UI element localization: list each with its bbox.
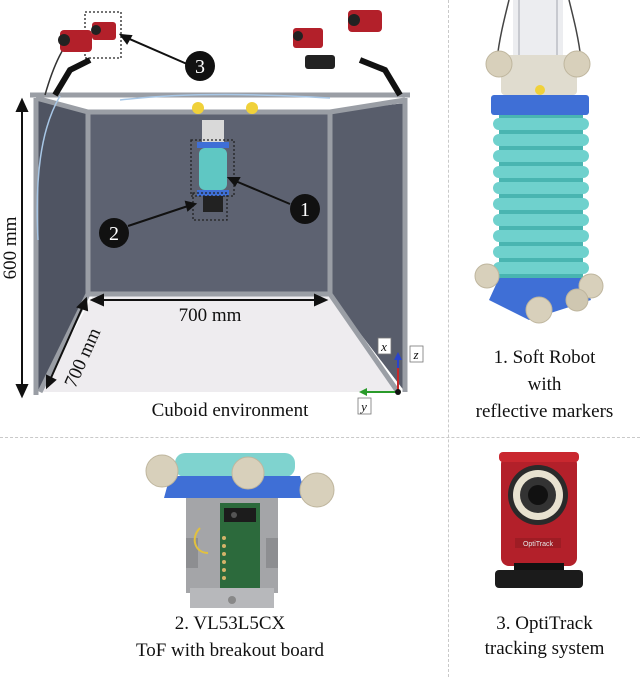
sensor-panel: 2. VL53L5CX ToF with breakout board — [0, 438, 448, 677]
axis-z-label: z — [412, 347, 418, 362]
dimension-width-label: 700 mm — [179, 305, 242, 326]
optitrack-camera-right — [293, 10, 403, 97]
reflective-marker — [145, 454, 179, 488]
reflective-marker — [563, 50, 591, 78]
vertical-divider — [448, 0, 449, 677]
optitrack-lens — [528, 485, 548, 505]
reflective-marker — [485, 50, 513, 78]
soft-robot-caption-line2: with — [527, 374, 562, 395]
callout-arrows — [118, 33, 291, 227]
reflective-marker — [231, 456, 265, 490]
callout-circle-3 — [185, 51, 215, 81]
callout-1-label: 1 — [300, 199, 310, 221]
dimension-arrows — [15, 97, 329, 399]
cuboid-left-panel — [38, 100, 88, 392]
callout-circle-1 — [290, 194, 320, 224]
sensor-blue-mount — [164, 476, 306, 498]
coordinate-axes — [357, 337, 424, 415]
reflective-marker — [525, 296, 553, 324]
optitrack-stand — [495, 570, 583, 588]
soft-robot-panel: 1. Soft Robot with reflective markers — [449, 0, 640, 437]
optitrack-brand-label: OptiTrack — [523, 541, 554, 548]
cable — [36, 95, 61, 241]
robot-bellows — [493, 115, 589, 280]
cuboid-right-panel — [330, 103, 405, 392]
reflective-marker — [474, 263, 500, 289]
soft-robot-caption-line3: reflective markers — [475, 401, 614, 422]
soft-robot-caption-line1: 1. Soft Robot — [493, 347, 596, 368]
robot-top-mount — [501, 55, 577, 95]
sensor-caption-line1: 2. VL53L5CX — [174, 613, 286, 634]
yellow-marker — [246, 102, 258, 114]
cuboid-environment-panel: 3 1 2 600 mm 700 mm 700 mm — [0, 0, 448, 437]
cuboid-caption: Cuboid environment — [151, 400, 309, 421]
dimension-height-label: 600 mm — [0, 216, 21, 279]
sensor-caption-line2: ToF with breakout board — [135, 640, 325, 661]
tof-sensor-chip — [224, 508, 256, 522]
soft-robot-photo — [474, 0, 604, 324]
callout-circle-2 — [99, 218, 129, 248]
axis-y-label: y — [359, 399, 367, 414]
yellow-marker — [192, 102, 204, 114]
optitrack-caption-line2: tracking system — [484, 638, 605, 659]
robot-tube — [513, 0, 563, 55]
cuboid-floor — [40, 292, 398, 392]
optitrack-photo: OptiTrack — [495, 452, 583, 588]
optitrack-panel: OptiTrack 3. OptiTrack tracking system — [449, 438, 640, 677]
callout-3-label: 3 — [195, 56, 205, 78]
callout-2-label: 2 — [109, 223, 119, 245]
cuboid-photo: 3 1 2 600 mm 700 mm 700 mm — [0, 10, 424, 415]
highlight-box-robot — [190, 139, 235, 197]
axis-x-label: x — [380, 339, 387, 354]
optitrack-caption-line1: 3. OptiTrack — [496, 613, 593, 634]
sensor-photo — [145, 453, 335, 608]
reflective-marker — [565, 288, 589, 312]
optitrack-camera-left — [52, 22, 116, 97]
robot-blue-ring-top — [491, 95, 589, 115]
horizontal-divider — [0, 437, 640, 438]
reflective-marker — [299, 472, 335, 508]
